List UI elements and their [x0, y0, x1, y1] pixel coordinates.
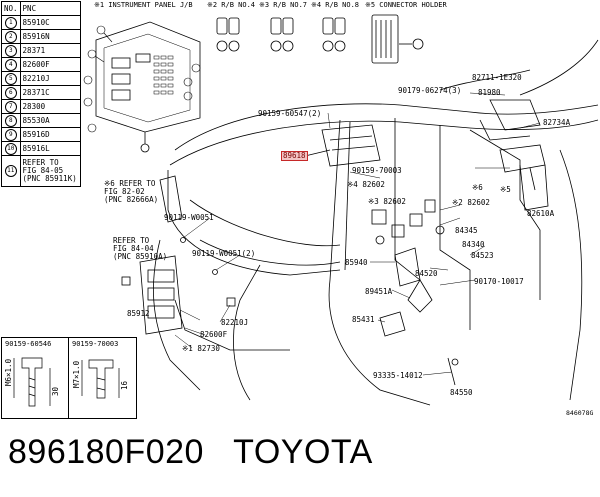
legend-no: 8 [4, 114, 17, 127]
callout-90119-w0051-2[interactable]: 90119-W0051(2) [192, 249, 256, 258]
legend-pnc[interactable]: 85530A [19, 113, 82, 128]
callout-84340[interactable]: 84340 [462, 240, 485, 249]
header-instrument-panel-jb: ※1 INSTRUMENT PANEL J/B [94, 1, 193, 9]
diagram-code: 846078G [566, 409, 594, 417]
legend-pnc[interactable]: 28371C [19, 85, 82, 100]
header-rb-no8: ※4 R/B NO.8 [311, 1, 360, 9]
legend-no: 1 [4, 16, 17, 29]
bolt-drawing [13, 357, 51, 407]
legend-pnc[interactable]: 28371 [19, 43, 82, 58]
callout-89618-highlighted[interactable]: 89618 [281, 151, 308, 161]
legend-header-no: NO. [1, 1, 21, 16]
callout-82730[interactable]: ※1 82730 [182, 344, 220, 353]
legend-no: 7 [4, 100, 17, 113]
callout-refer-fig-84-04[interactable]: REFER TO FIG 84-04 (PNC 85910A) [113, 236, 168, 261]
instrument-panel-junction-box [95, 21, 201, 153]
legend-header-pnc: PNC [19, 1, 82, 16]
legend-header-row: NO. PNC [1, 1, 82, 16]
bolt-size: M6×1.0 [4, 358, 13, 386]
bolt-pnc[interactable]: 90159-70003 [72, 340, 119, 348]
callout-82602-rb8[interactable]: ※4 82602 [347, 180, 385, 189]
callout-90159-60547[interactable]: 90159-60547(2) [258, 109, 322, 118]
legend-no: 3 [4, 44, 17, 57]
callout-refer-fig-82-02[interactable]: ※6 REFER TO FIG 82-02 (PNC 82666A) [104, 179, 159, 204]
rb7-relay-pair [270, 17, 294, 52]
legend-pnc[interactable]: 85916D [19, 127, 82, 142]
callout-85912[interactable]: 85912 [127, 309, 150, 318]
rb4-relay-pair [216, 17, 240, 52]
callout-85940[interactable]: 85940 [345, 258, 368, 267]
rb8-relay-pair [322, 17, 346, 52]
bolt-drawing [81, 359, 120, 399]
bolt-cell: 90159-70003 M7×1.0 16 [69, 338, 136, 418]
bolt-length: 16 [120, 380, 129, 390]
callout-82600f[interactable]: 82600F [200, 330, 228, 339]
callout-84550[interactable]: 84550 [450, 388, 473, 397]
callout-89451a[interactable]: 89451A [365, 287, 393, 296]
legend-pnc[interactable]: 82210J [19, 71, 82, 86]
header-rb-no4: ※2 R/B NO.4 [207, 1, 256, 9]
callout-82602-rb7[interactable]: ※3 82602 [368, 197, 406, 206]
legend-no: 6 [4, 86, 17, 99]
callout-star5: ※5 [500, 185, 511, 194]
callout-90179-06274[interactable]: 90179-06274(3) [398, 86, 462, 95]
bolt-length: 30 [51, 386, 60, 396]
callout-84520[interactable]: 84520 [415, 269, 438, 278]
header-connector-holder: ※5 CONNECTOR HOLDER [365, 1, 447, 9]
callout-90170-10017[interactable]: 90170-10017 [474, 277, 524, 286]
legend-no: 4 [4, 58, 17, 71]
jb-callout-circles [83, 25, 201, 133]
callout-82734a[interactable]: 82734A [543, 118, 571, 127]
callout-93335-14012[interactable]: 93335-14012 [373, 371, 423, 380]
legend-no: 5 [4, 72, 17, 85]
parts-diagram [83, 14, 599, 406]
connector-holder-drawing [371, 14, 424, 64]
callout-star6-right: ※6 [472, 183, 483, 192]
header-rb-no7: ※3 R/B NO.7 [259, 1, 308, 9]
bolt-pnc[interactable]: 90159-60546 [5, 340, 52, 348]
legend-pnc[interactable]: 85910C [19, 15, 82, 30]
ecu-module-drawing [304, 124, 381, 167]
legend-pnc[interactable]: 28300 [19, 99, 82, 114]
legend-no: 9 [4, 128, 17, 141]
bolt-spec-table: 90159-60546 M6×1.0 30 90159-70003 M7×1.0… [1, 337, 137, 419]
bolt-cell: 90159-60546 M6×1.0 30 [2, 338, 69, 418]
legend-pnc[interactable]: 85916N [19, 29, 82, 44]
callout-82210j[interactable]: 82210J [221, 318, 249, 327]
dashboard-outline [153, 39, 599, 406]
legend-pnc[interactable]: REFER TO FIG 84-05 (PNC 85911K) [19, 155, 82, 187]
legend-no: 2 [4, 30, 17, 43]
callout-84345[interactable]: 84345 [455, 226, 478, 235]
legend-no: 11 [4, 165, 17, 177]
callout-82602-rb4[interactable]: ※2 82602 [452, 198, 490, 207]
left-fuse-block-drawing [121, 175, 236, 335]
callout-82711-1e320[interactable]: 82711-1E320 [472, 73, 522, 82]
callout-90159-70003[interactable]: 90159-70003 [352, 166, 402, 175]
leader-lines [174, 92, 541, 376]
callout-90119-w0051[interactable]: 90119-W0051 [164, 213, 214, 222]
relay-cluster-drawing [371, 167, 536, 386]
legend-pnc[interactable]: 82600F [19, 57, 82, 72]
legend-no: 10 [4, 142, 17, 155]
part-number-caption: 896180F020 TOYOTA [8, 433, 373, 471]
legend-pnc[interactable]: 85916L [19, 141, 82, 156]
callout-81980[interactable]: 81980 [478, 88, 501, 97]
callout-82610a[interactable]: 82610A [527, 209, 555, 218]
callout-85431[interactable]: 85431 [352, 315, 375, 324]
bolt-size: M7×1.0 [72, 360, 81, 388]
callout-84523[interactable]: 84523 [471, 251, 494, 260]
